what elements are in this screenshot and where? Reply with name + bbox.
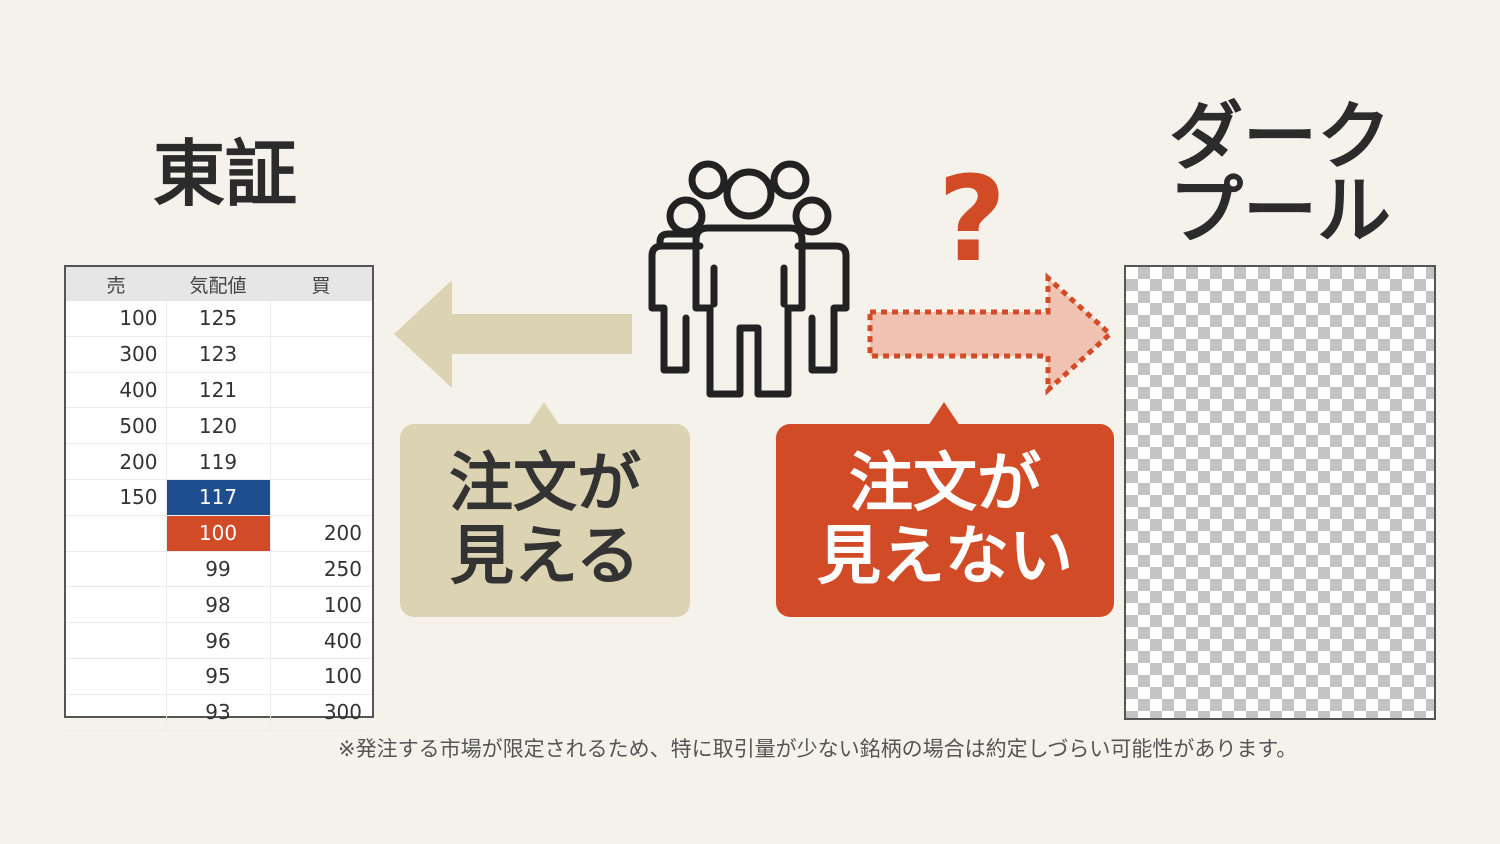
price-cell: 93 — [165, 694, 271, 731]
bubble-visible-line1: 注文が — [449, 446, 641, 521]
sell-cell: 100 — [66, 301, 166, 337]
price-cell: 95 — [165, 658, 271, 695]
question-mark: ? — [937, 150, 1007, 288]
sell-cell — [66, 551, 166, 588]
buy-cell: 200 — [270, 515, 372, 552]
dark-pool-title-line2: プール — [1169, 168, 1391, 254]
price-cell: 121 — [165, 372, 271, 409]
buy-cell: 100 — [270, 658, 372, 695]
sell-cell — [66, 586, 166, 624]
sell-cell — [66, 622, 166, 659]
footnote: ※発注する市場が限定されるため、特に取引量が少ない銘柄の場合は約定しづらい可能性… — [338, 737, 1298, 761]
buy-cell — [270, 336, 372, 373]
sell-cell: 300 — [66, 336, 166, 373]
sell-cell: 200 — [66, 443, 166, 480]
bubble-visible-line2: 見える — [449, 519, 641, 594]
buy-cell: 300 — [270, 694, 372, 731]
people-group-icon — [648, 160, 850, 398]
price-cell: 99 — [165, 551, 271, 588]
sell-cell — [66, 658, 166, 695]
dark-pool-title: ダーク プール — [1150, 100, 1410, 248]
order-book-header: 売 気配値 買 — [66, 267, 372, 301]
sell-cell — [66, 515, 166, 552]
buy-cell: 100 — [270, 586, 372, 624]
buy-cell — [270, 443, 372, 480]
arrow-left-icon — [394, 280, 632, 388]
bubble-orders-visible: 注文が 見える — [400, 402, 690, 617]
buy-cell — [270, 301, 372, 337]
price-cell: 100 — [165, 515, 271, 552]
header-price: 気配値 — [166, 267, 270, 301]
buy-cell: 250 — [270, 551, 372, 588]
tse-title: 東証 — [152, 132, 297, 216]
sell-cell: 400 — [66, 372, 166, 409]
sell-cell: 500 — [66, 407, 166, 445]
dark-pool-checkerboard — [1124, 265, 1436, 720]
dark-pool-title-line1: ダーク — [1169, 94, 1391, 180]
price-cell: 125 — [165, 301, 271, 337]
buy-cell — [270, 407, 372, 445]
header-sell: 売 — [66, 267, 166, 301]
price-cell: 117 — [165, 479, 271, 516]
dotted-arrow-right-icon — [867, 272, 1114, 396]
buy-cell — [270, 479, 372, 516]
price-cell: 96 — [165, 622, 271, 659]
price-cell: 119 — [165, 443, 271, 480]
bubble-hidden-line2: 見えない — [817, 519, 1073, 594]
buy-cell: 400 — [270, 622, 372, 659]
sell-cell — [66, 694, 166, 731]
bubble-orders-hidden: 注文が 見えない — [776, 402, 1114, 617]
buy-cell — [270, 372, 372, 409]
bubble-hidden-line1: 注文が — [849, 446, 1041, 521]
price-cell: 98 — [165, 586, 271, 624]
header-buy: 買 — [270, 267, 372, 301]
price-cell: 120 — [165, 407, 271, 445]
price-cell: 123 — [165, 336, 271, 373]
sell-cell: 150 — [66, 479, 166, 516]
